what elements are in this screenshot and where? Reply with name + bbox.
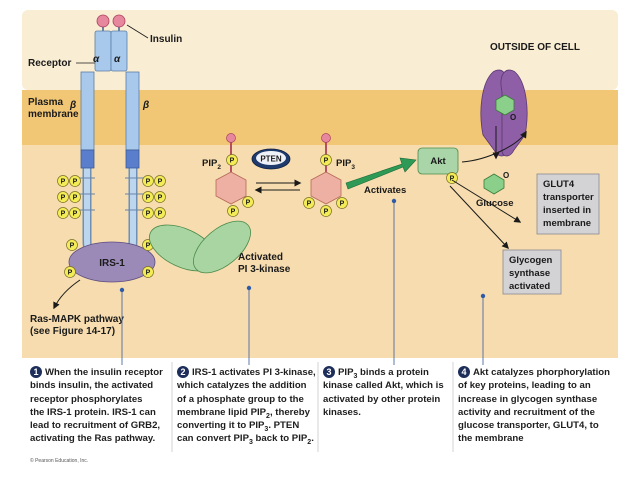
phosphate-label: P <box>73 211 78 218</box>
glucose-label: Glucose <box>476 198 514 209</box>
pip2-label: PIP2 <box>202 158 221 171</box>
glycogen-synthase-box <box>502 249 562 295</box>
phosphate-label: P <box>61 211 66 218</box>
glycogen-label: synthase <box>509 268 550 279</box>
glucose-molecule <box>483 173 505 195</box>
beta-subunit <box>80 71 95 151</box>
phosphate-label: P <box>450 176 455 183</box>
phosphate-label: P <box>340 201 345 208</box>
step-number: 3 <box>323 366 335 378</box>
phosphate-label: P <box>158 179 163 186</box>
phosphate-label: P <box>146 179 151 186</box>
ras-mapk-label: Ras-MAPK pathway <box>30 314 124 325</box>
glycogen-label: activated <box>509 281 550 292</box>
ras-mapk-label: (see Figure 14-17) <box>30 326 115 337</box>
activates-arrow <box>345 157 417 190</box>
step-number: 1 <box>30 366 42 378</box>
pip3-label: PIP3 <box>336 158 355 171</box>
phosphate-label: P <box>73 195 78 202</box>
glut4-box <box>536 173 600 235</box>
phosphate-label: P <box>146 243 151 250</box>
akt-kinase <box>417 147 459 175</box>
caption-panel <box>22 358 618 458</box>
step-dot <box>246 285 252 291</box>
phosphate-label: P <box>61 179 66 186</box>
phosphate-label: P <box>70 243 75 250</box>
step-number: 4 <box>458 366 470 378</box>
phosphate-label: P <box>324 209 329 216</box>
phosphate-label: P <box>158 211 163 218</box>
irs1-phosphates <box>64 239 154 278</box>
step-dot <box>119 287 125 293</box>
alpha-subunit <box>110 30 128 72</box>
phosphate-label: P <box>307 201 312 208</box>
outside-cell-region <box>22 10 618 90</box>
phosphate-label: P <box>158 195 163 202</box>
irs1-protein <box>68 241 156 283</box>
beta-label: β <box>142 100 149 111</box>
insulin-molecule <box>96 14 110 28</box>
beta-subunit <box>125 71 140 151</box>
alpha-label: α <box>93 54 100 65</box>
o-mark: O <box>503 171 509 180</box>
phosphate-label: P <box>246 200 251 207</box>
step-pointers <box>121 200 484 365</box>
activates-label: Activates <box>364 185 406 196</box>
glut4-label: inserted in <box>543 205 591 216</box>
step-number: 2 <box>177 366 189 378</box>
o-mark: O <box>510 113 516 122</box>
receptor-phosphates <box>57 175 166 219</box>
glycogen-label: Glycogen <box>509 255 552 266</box>
plasma-membrane-band <box>22 90 618 145</box>
glut4-label: membrane <box>543 218 591 229</box>
pi3k-label: Activated <box>238 252 283 263</box>
glut4-label: transporter <box>543 192 594 203</box>
phosphate-label: P <box>146 211 151 218</box>
plasma-membrane-label: Plasma <box>28 97 63 108</box>
alpha-label: α <box>114 54 121 65</box>
phosphate-label: P <box>324 158 329 165</box>
copyright-notice: © Pearson Education, Inc. <box>30 458 89 464</box>
phosphate-label: P <box>146 270 151 277</box>
glucose-molecule <box>495 94 515 116</box>
phosphate-label: P <box>61 195 66 202</box>
beta-label: β <box>69 100 76 111</box>
alpha-subunit <box>94 30 112 72</box>
phosphate-label: P <box>231 209 236 216</box>
irs1-label: IRS-1 <box>99 258 125 269</box>
phosphate-label: P <box>230 158 235 165</box>
plasma-membrane-label: membrane <box>28 109 79 120</box>
phosphate-label: P <box>146 195 151 202</box>
pip3-molecule <box>303 133 348 217</box>
phosphate-label: P <box>73 179 78 186</box>
phosphate-label: P <box>68 270 73 277</box>
outside-of-cell-label: OUTSIDE OF CELL <box>490 42 580 53</box>
pten-label: PTEN <box>260 155 282 164</box>
step-dot <box>391 198 397 204</box>
akt-label: Akt <box>430 156 446 167</box>
pip2-molecule <box>215 133 254 217</box>
receptor-label: Receptor <box>28 58 71 69</box>
pi3-kinase <box>148 220 251 274</box>
glut4-label: GLUT4 <box>543 179 575 190</box>
pi3k-label: PI 3-kinase <box>238 264 291 275</box>
insulin-label: Insulin <box>150 34 182 45</box>
step-dot <box>480 293 486 299</box>
insulin-molecule <box>112 14 126 28</box>
